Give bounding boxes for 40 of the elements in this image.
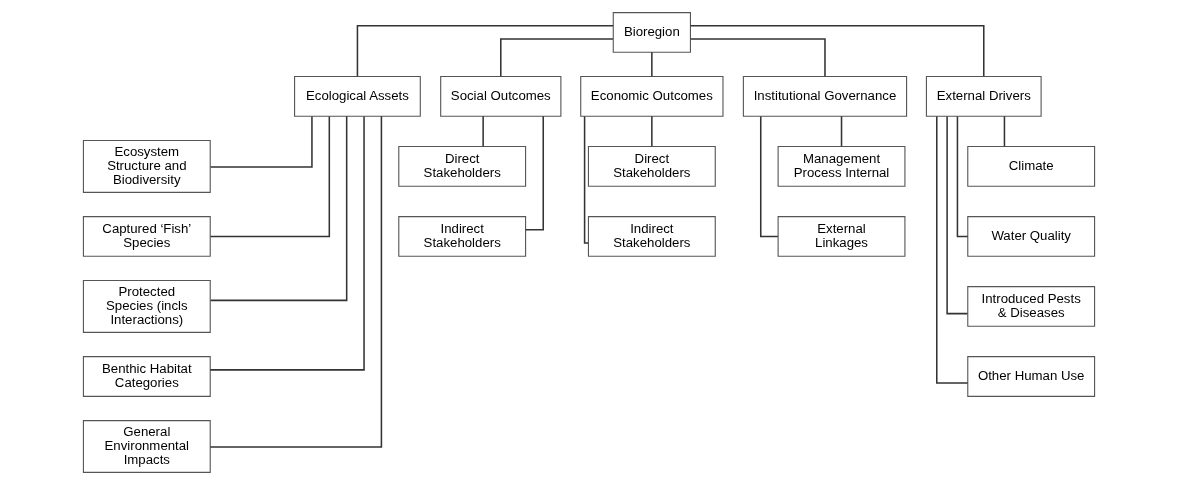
node-box: Institutional Governance — [742, 76, 908, 117]
node-box: Water Quality — [967, 216, 1096, 257]
connector — [209, 115, 331, 238]
node-box: Direct Stakeholders — [398, 146, 527, 187]
connector — [583, 115, 589, 244]
connector — [356, 25, 614, 78]
node-box: Ecosystem Structure and Biodiversity — [82, 139, 211, 193]
node-box: General Environmental Impacts — [82, 420, 211, 473]
connector — [956, 115, 969, 238]
node-box: Climate — [967, 146, 1096, 187]
connector — [840, 115, 843, 147]
node-box: Economic Outcomes — [580, 76, 724, 117]
node-box: Introduced Pests & Diseases — [967, 286, 1096, 327]
connector — [651, 115, 653, 147]
connector — [1003, 115, 1006, 147]
node-box: External Linkages — [777, 216, 906, 257]
node-box: Social Outcomes — [440, 76, 562, 117]
connector — [209, 115, 348, 302]
connector — [209, 115, 383, 448]
node-box: Ecological Assets — [294, 76, 421, 117]
connector — [524, 115, 544, 231]
node-box: Protected Species (incls Interactions) — [82, 280, 211, 333]
node-box: Benthic Habitat Categories — [82, 356, 211, 397]
node-box: Management Process Internal — [777, 146, 906, 187]
connector — [689, 38, 826, 78]
node-box: Bioregion — [612, 12, 691, 53]
connector — [209, 115, 313, 168]
node-box: Indirect Stakeholders — [587, 216, 716, 257]
node-box: Captured ‘Fish’ Species — [82, 216, 211, 257]
connector — [946, 115, 969, 315]
node-box: Direct Stakeholders — [587, 146, 716, 187]
connector — [651, 51, 653, 78]
node-box: Other Human Use — [967, 356, 1096, 397]
node-box: External Drivers — [925, 76, 1042, 117]
connector — [482, 115, 484, 147]
connector — [500, 38, 614, 78]
connector — [209, 115, 365, 371]
connector — [936, 115, 969, 384]
node-box: Indirect Stakeholders — [398, 216, 527, 257]
connector — [689, 25, 985, 78]
